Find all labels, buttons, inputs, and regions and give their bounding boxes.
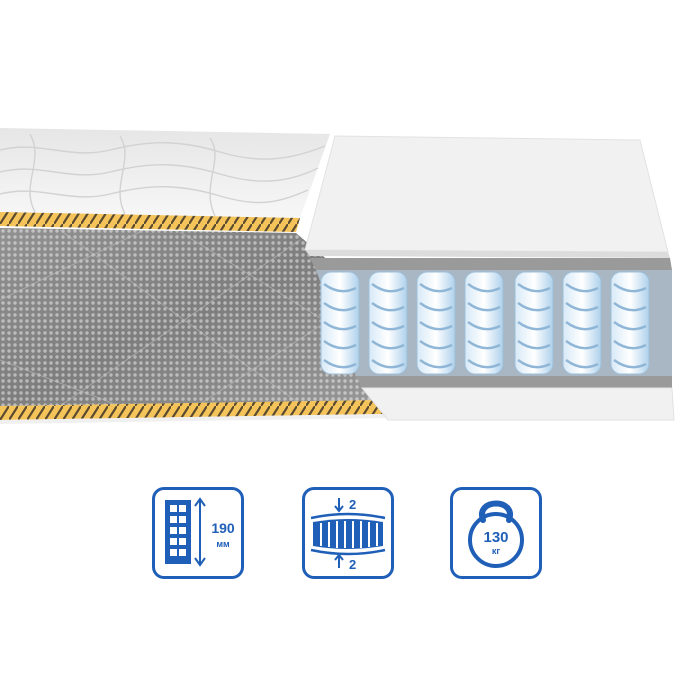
pocket-spring bbox=[514, 271, 554, 375]
foam-bottom-layer bbox=[360, 387, 675, 421]
foam-top-layer bbox=[304, 135, 669, 253]
pocket-spring bbox=[562, 271, 602, 375]
pocket-spring bbox=[610, 271, 650, 375]
firmness-feature-card: 2 2 bbox=[302, 487, 394, 579]
height-feature-card: 190 мм bbox=[152, 487, 244, 579]
pocket-spring bbox=[464, 271, 504, 375]
firmness-sides-icon bbox=[310, 498, 386, 568]
quilted-cover bbox=[0, 128, 330, 218]
pocket-spring bbox=[320, 271, 360, 375]
pocket-spring bbox=[416, 271, 456, 375]
bottom-piping bbox=[0, 400, 386, 420]
weight-value: 130 bbox=[483, 529, 508, 546]
weight-unit: кг bbox=[492, 546, 501, 556]
top-piping bbox=[0, 212, 300, 232]
firmness-top-value: 2 bbox=[349, 497, 356, 512]
pocket-springs bbox=[320, 271, 650, 375]
weight-feature-card: 130 кг bbox=[450, 487, 542, 579]
quilt-stitching bbox=[0, 133, 326, 217]
pocket-spring bbox=[368, 271, 408, 375]
height-value: 190 bbox=[211, 520, 235, 536]
kettlebell-weight-icon bbox=[468, 500, 524, 568]
felt-bottom-layer bbox=[356, 376, 672, 388]
mattress-height-icon bbox=[165, 497, 206, 567]
mattress-illustration bbox=[0, 128, 675, 424]
firmness-bottom-value: 2 bbox=[349, 557, 356, 572]
felt-top-layer bbox=[310, 258, 672, 270]
height-unit: мм bbox=[216, 539, 230, 549]
